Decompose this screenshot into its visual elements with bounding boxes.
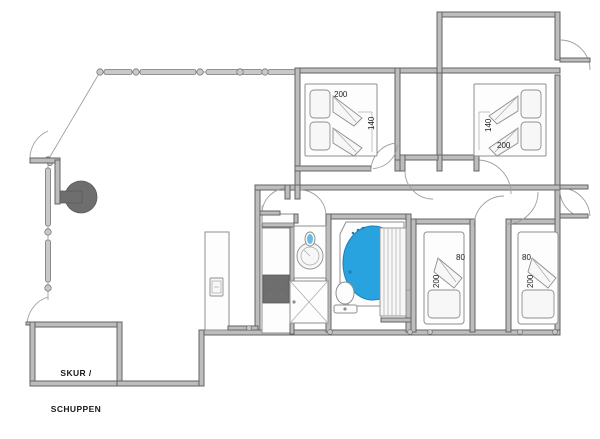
floor-plan-drawing: .wall { fill:#bdbdbd; stroke:#636363; st… bbox=[25, 11, 591, 387]
bedroom-single-1 bbox=[379, 218, 476, 333]
sink-fixture bbox=[304, 231, 316, 247]
shed-outline bbox=[29, 321, 200, 387]
bedroom-single-2 bbox=[473, 191, 559, 333]
bedroom-left bbox=[294, 67, 401, 172]
hallway-doors bbox=[294, 39, 591, 219]
exterior-walls bbox=[198, 11, 561, 387]
radiator-left bbox=[379, 227, 407, 317]
entry-door-upper-left bbox=[29, 130, 61, 205]
entry-door-lower-left bbox=[25, 296, 49, 326]
bedroom-right bbox=[399, 72, 547, 195]
closet-column bbox=[204, 231, 259, 331]
toilet-fixture bbox=[333, 281, 358, 314]
kitchen-utility bbox=[259, 184, 329, 335]
bottom-windows bbox=[327, 329, 558, 335]
floor-plan-canvas: .wall { fill:#bdbdbd; stroke:#636363; st… bbox=[25, 11, 591, 414]
round-table bbox=[59, 180, 98, 214]
